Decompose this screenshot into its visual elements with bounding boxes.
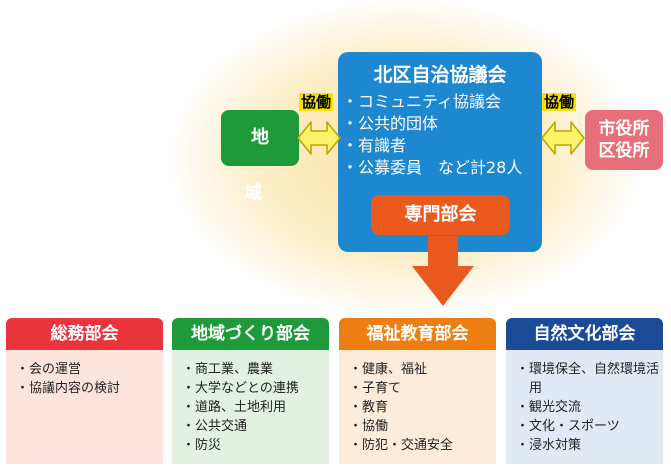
dept-item: ・教育	[349, 400, 389, 415]
dept-item-list: ・商工業、農業 ・大学などとの連携 ・道路、土地利用 ・公共交通 ・防災	[172, 350, 329, 455]
dept-item: ・防犯・交通安全	[349, 438, 454, 453]
dept-welfare-education: 福祉教育部会 ・健康、福祉 ・子育て ・教育 ・協働 ・防犯・交通安全	[339, 318, 496, 464]
dept-title: 自然文化部会	[506, 318, 663, 350]
dept-item: ・商工業、農業	[182, 362, 274, 377]
dept-body: ・健康、福祉 ・子育て ・教育 ・協働 ・防犯・交通安全	[339, 350, 496, 464]
collaboration-label-left: 協働	[299, 93, 334, 111]
council-member: ・コミュニティ協議会	[342, 92, 502, 111]
region-box: 地 域	[221, 110, 301, 204]
double-arrow-right-icon	[541, 121, 585, 155]
dept-item: ・大学などとの連携	[182, 381, 299, 396]
dept-body: ・商工業、農業 ・大学などとの連携 ・道路、土地利用 ・公共交通 ・防災	[172, 350, 329, 464]
dept-item: ・文化・スポーツ	[516, 419, 620, 434]
council-member: ・有識者	[342, 136, 407, 155]
dept-item: ・協働	[349, 419, 389, 434]
dept-item-list: ・会の運営 ・協議内容の検討	[6, 350, 163, 398]
city-office-label: 市役所	[598, 119, 650, 139]
collaboration-label-right: 協働	[542, 93, 577, 111]
dept-community-building: 地域づくり部会 ・商工業、農業 ・大学などとの連携 ・道路、土地利用 ・公共交通…	[172, 318, 329, 464]
down-arrow-icon	[412, 236, 474, 306]
ward-office-label: 区役所	[598, 141, 650, 161]
dept-nature-culture: 自然文化部会 ・環境保全、自然環境活用 ・観光交流 ・文化・スポーツ ・浸水対策	[506, 318, 663, 464]
dept-body: ・環境保全、自然環境活用 ・観光交流 ・文化・スポーツ ・浸水対策	[506, 350, 663, 464]
council-title: 北区自治協議会	[373, 64, 507, 86]
council-member: ・公募委員 など計28人	[342, 158, 523, 177]
council-member: ・公共的団体	[342, 114, 439, 133]
dept-item: ・健康、福祉	[349, 362, 428, 377]
city-office-box: 市役所 区役所	[585, 110, 663, 170]
dept-title: 地域づくり部会	[172, 318, 329, 350]
dept-item: ・防災	[182, 438, 222, 453]
dept-item: ・道路、土地利用	[182, 400, 287, 415]
dept-item: ・観光交流	[516, 400, 582, 415]
dept-body: ・会の運営 ・協議内容の検討	[6, 350, 163, 464]
dept-item-list: ・健康、福祉 ・子育て ・教育 ・協働 ・防犯・交通安全	[339, 350, 496, 455]
double-arrow-left-icon	[297, 121, 341, 155]
dept-item: ・子育て	[349, 381, 402, 396]
dept-title: 総務部会	[6, 318, 163, 350]
council-member-list: ・コミュニティ協議会 ・公共的団体 ・有識者 ・公募委員 など計28人	[342, 91, 522, 179]
dept-item: ・協議内容の検討	[16, 381, 121, 396]
dept-item: ・環境保全、自然環境活用	[516, 362, 660, 396]
dept-general-affairs: 総務部会 ・会の運営 ・協議内容の検討	[6, 318, 163, 464]
dept-item-list: ・環境保全、自然環境活用 ・観光交流 ・文化・スポーツ ・浸水対策	[506, 350, 663, 455]
dept-title: 福祉教育部会	[339, 318, 496, 350]
dept-item: ・公共交通	[182, 419, 248, 434]
dept-item: ・会の運営	[16, 362, 82, 377]
dept-item: ・浸水対策	[516, 438, 582, 453]
specialist-committee-box: 専門部会	[371, 195, 510, 235]
